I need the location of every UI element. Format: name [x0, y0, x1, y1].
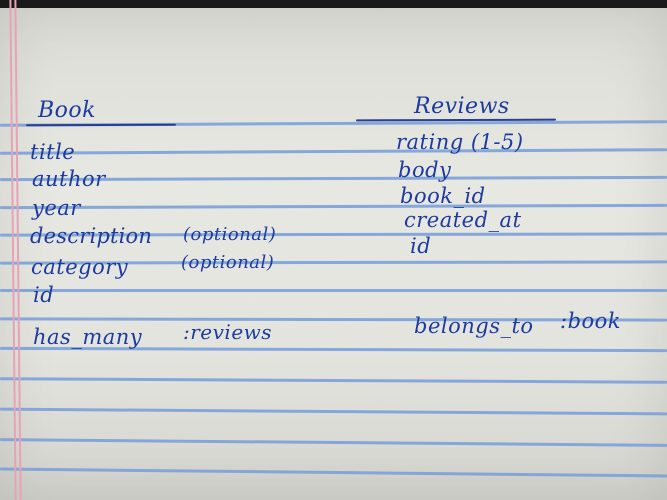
rule-line: [0, 407, 667, 416]
reviews-association-keyword: belongs_to: [414, 314, 534, 338]
book-field-title: title: [30, 140, 76, 164]
reviews-field-created-at: created_at: [404, 208, 522, 232]
reviews-field-rating: rating (1-5): [396, 130, 524, 154]
reviews-heading: Reviews: [414, 94, 510, 119]
book-association-keyword: has_many: [33, 325, 143, 349]
rule-line: [0, 203, 667, 210]
book-field-id: id: [33, 283, 55, 307]
rule-line: [0, 377, 667, 384]
book-field-description-note: (optional): [183, 224, 277, 245]
notebook-paper: [0, 8, 667, 500]
book-heading: Book: [38, 98, 96, 123]
book-field-year: year: [32, 196, 81, 220]
rule-line: [0, 438, 667, 447]
rule-line: [0, 148, 667, 155]
reviews-field-id: id: [410, 234, 432, 258]
reviews-field-body: body: [398, 158, 452, 182]
book-field-author: author: [32, 167, 106, 191]
reviews-field-book-id: book_id: [400, 184, 486, 208]
book-field-description: description: [30, 224, 153, 248]
book-field-category: category: [31, 255, 129, 279]
reviews-association-target: :book: [560, 309, 622, 333]
book-association-target: :reviews: [183, 320, 273, 344]
book-field-category-note: (optional): [181, 252, 275, 273]
rule-line: [0, 467, 667, 478]
rule-line: [0, 289, 667, 292]
